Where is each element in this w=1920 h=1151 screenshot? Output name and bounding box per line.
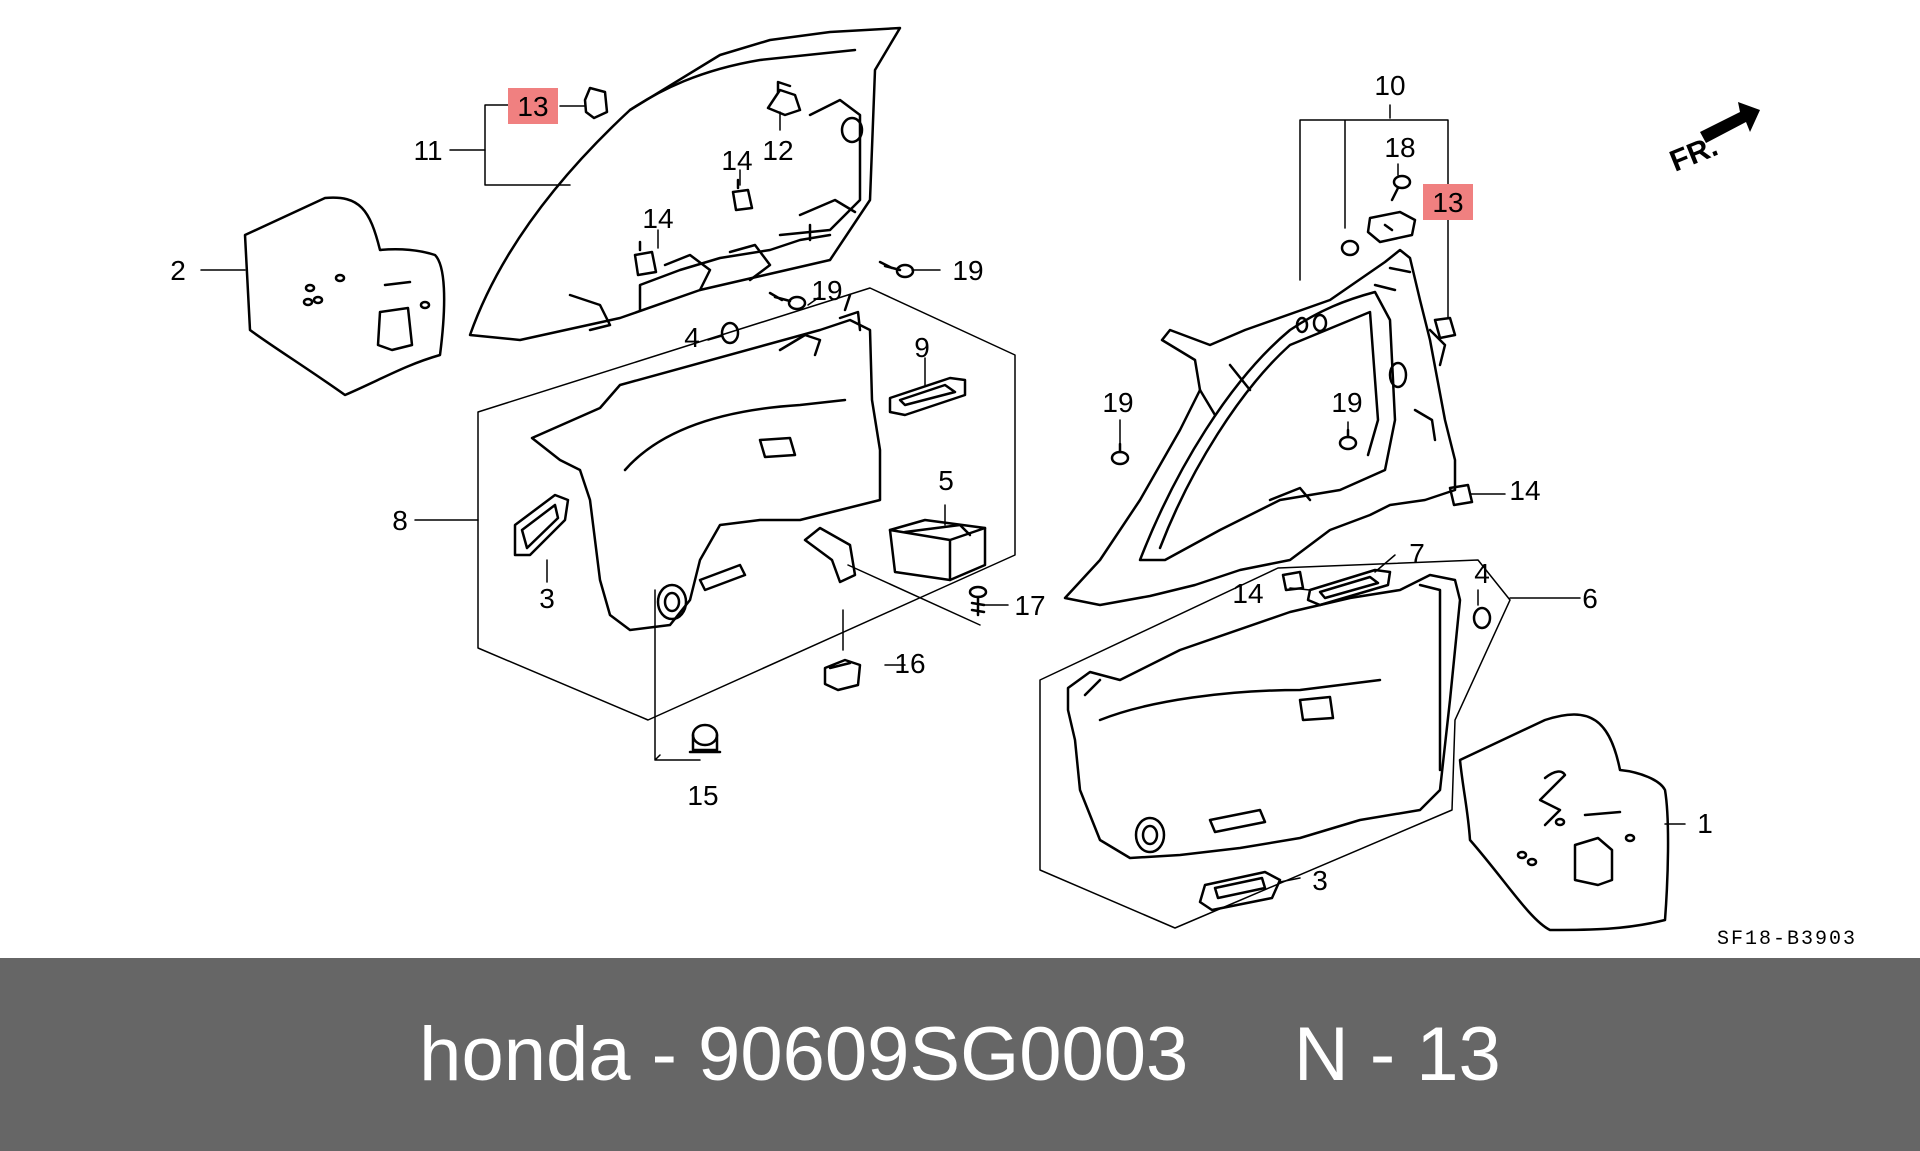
trim-part-6 — [1066, 573, 1462, 860]
label-14-d: 14 — [1232, 578, 1263, 609]
parts-diagram: 1 2 3 3 4 4 5 6 7 8 9 10 11 12 13 13 14 … — [170, 26, 1857, 951]
label-19-b: 19 — [811, 275, 842, 306]
label-4-left: 4 — [684, 322, 700, 353]
clip-part-13-right — [1433, 316, 1457, 340]
label-3-right: 3 — [1312, 865, 1328, 896]
clip-part-14-b — [633, 240, 658, 277]
clip-part-14-d — [1281, 570, 1305, 592]
clip-part-14-a — [731, 178, 754, 212]
leader-17 — [847, 564, 981, 626]
label-19-a: 19 — [952, 255, 983, 286]
label-5: 5 — [938, 465, 954, 496]
box-part-5 — [888, 518, 987, 582]
trim-part-3-right — [1198, 870, 1282, 912]
trim-part-10 — [1063, 248, 1457, 607]
bracket — [803, 526, 857, 584]
label-10: 10 — [1374, 70, 1405, 101]
screw-part-18 — [1390, 174, 1412, 202]
highlight-box-13-right — [1423, 184, 1473, 220]
label-14-b: 14 — [642, 203, 673, 234]
label-4-right: 4 — [1474, 558, 1490, 589]
label-15: 15 — [687, 780, 718, 811]
clip-part-14-c — [1448, 483, 1474, 507]
group-box-part-8 — [477, 287, 1016, 721]
label-16: 16 — [894, 648, 925, 679]
clip-part-15 — [688, 723, 722, 754]
direction-arrow-icon — [1700, 102, 1760, 143]
trim-part-11 — [468, 26, 902, 342]
screw-part-19-a — [878, 260, 915, 279]
leader-lines — [200, 104, 1686, 883]
bracket-part-10 — [1366, 210, 1417, 244]
label-7: 7 — [1409, 538, 1425, 569]
label-12: 12 — [762, 135, 793, 166]
panel-part-1 — [1458, 713, 1670, 932]
group-box-part-6 — [1039, 559, 1511, 929]
washer — [1340, 239, 1360, 257]
label-18: 18 — [1384, 132, 1415, 163]
handle-part-7 — [1306, 568, 1392, 607]
screw-part-19-b — [768, 291, 807, 311]
label-13-right: 13 — [1432, 187, 1463, 218]
footer-bar: honda - 90609SG0003 N - 13 — [0, 958, 1920, 1151]
screw-part-17 — [968, 585, 988, 617]
label-19-c: 19 — [1102, 387, 1133, 418]
clip-part-13-left — [583, 86, 609, 120]
label-11: 11 — [413, 135, 442, 166]
label-14-a: 14 — [721, 145, 752, 176]
label-8: 8 — [392, 505, 408, 536]
label-2: 2 — [170, 255, 186, 286]
clip-part-12 — [766, 80, 802, 117]
label-14-c: 14 — [1509, 475, 1540, 506]
part-number-caption: honda - 90609SG0003 N - 13 — [419, 1012, 1501, 1097]
handle-part-9 — [888, 376, 967, 417]
diagram-code: SF18-B3903 — [1717, 928, 1857, 951]
clip-part-4-left — [720, 321, 740, 345]
panel-part-2 — [243, 196, 446, 397]
part-labels: 1 2 3 3 4 4 5 6 7 8 9 10 11 12 13 13 14 … — [170, 70, 1713, 896]
label-6: 6 — [1582, 583, 1598, 614]
label-9: 9 — [914, 332, 930, 363]
label-19-d: 19 — [1331, 387, 1362, 418]
label-3-left: 3 — [539, 583, 555, 614]
label-1: 1 — [1697, 808, 1713, 839]
screw-part-19-c — [1110, 442, 1130, 466]
label-17: 17 — [1014, 590, 1045, 621]
screw-part-19-d — [1338, 428, 1358, 451]
trim-part-3-left — [513, 493, 570, 557]
label-13-left: 13 — [517, 91, 548, 122]
clip-part-16 — [823, 658, 862, 692]
highlight-box-13-left — [508, 88, 558, 124]
trim-part-8 — [530, 293, 882, 632]
clip-part-4-right — [1472, 606, 1492, 630]
